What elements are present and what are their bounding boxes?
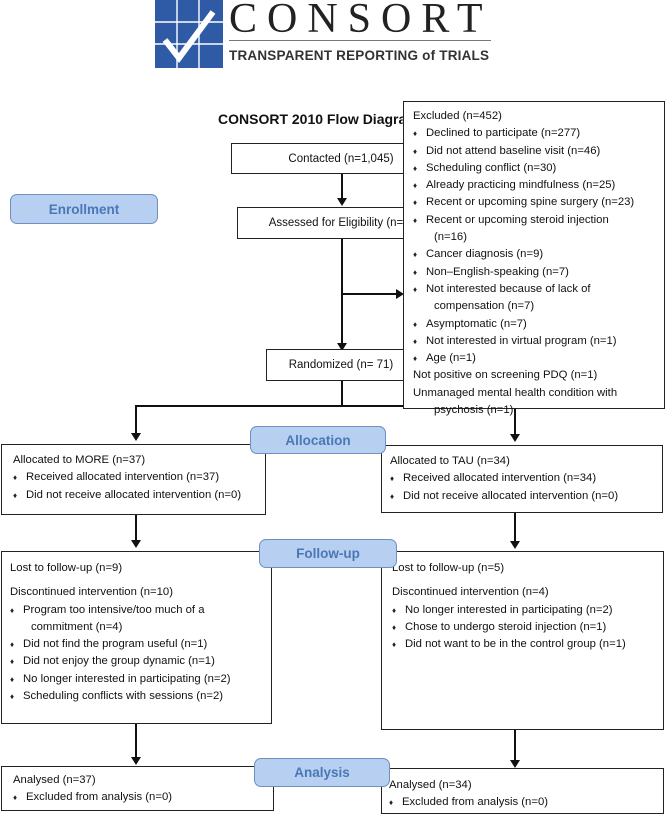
connector-more-followup-analysis [135,724,137,759]
more-followup-box: Lost to follow-up (n=9) Discontinued int… [1,551,272,724]
excluded-item-continued: (n=16) [434,231,467,244]
connector-to-excluded [341,293,397,295]
arrowhead [396,289,404,299]
tau-analysis-item: Excluded from analysis (n=0) [389,794,657,812]
excluded-item: Declined to participate (n=277) [413,125,658,143]
arrowhead [510,434,520,442]
tau-discontinued-item: Chose to undergo steroid injection (n=1) [392,619,657,637]
logo-divider [229,40,491,41]
excluded-title: Excluded (n=452) [413,110,502,122]
tau-analysed: Analysed (n=34) [389,779,472,791]
more-allocation-item: Did not receive allocated intervention (… [13,487,259,505]
excluded-item: Not interested because of lack of [413,281,658,299]
tau-discontinued-item: No longer interested in participating (n… [392,602,657,620]
arrowhead [131,757,141,765]
more-discontinued-item: Did not find the program useful (n=1) [10,636,265,654]
logo-word: CONSORT [229,0,493,42]
excluded-item: Scheduling conflict (n=30) [413,160,658,178]
stage-followup: Follow-up [259,539,397,568]
more-allocation-box: Allocated to MORE (n=37) Received alloca… [1,444,266,515]
excluded-item: Unmanaged mental health condition with [413,386,618,399]
more-analysed: Analysed (n=37) [13,774,96,786]
more-allocation-title: Allocated to MORE (n=37) [13,454,146,466]
more-discontinued-item-continued: commitment (n=4) [31,620,123,633]
excluded-item-continued: psychosis (n=1) [434,404,514,417]
excluded-item: Did not attend baseline visit (n=46) [413,143,658,161]
tau-analysis-box: Analysed (n=34) Excluded from analysis (… [381,768,664,814]
randomized-box: Randomized (n= 71) [266,349,416,381]
tau-allocation-item: Received allocated intervention (n=34) [390,470,656,488]
stage-analysis: Analysis [254,758,390,787]
arrowhead [337,198,347,206]
more-discontinued: Discontinued intervention (n=10) [10,586,173,599]
excluded-box: Excluded (n=452) Declined to participate… [403,101,665,416]
excluded-item: Cancer diagnosis (n=9) [413,246,658,264]
connector-tau-alloc-followup [514,513,516,543]
tau-discontinued-item: Did not want to be in the control group … [392,636,657,654]
excluded-item: Age (n=1) [413,350,658,368]
connector-assessed-randomized [341,239,343,345]
excluded-item: Non–English-speaking (n=7) [413,264,658,282]
arrowhead [131,540,141,548]
stage-allocation: Allocation [250,426,386,454]
more-discontinued-item: No longer interested in participating (n… [10,671,265,689]
more-discontinued-item: Program too intensive/too much of a [10,602,265,620]
connector-tau-followup-analysis [514,730,516,762]
tau-allocation-item: Did not receive allocated intervention (… [390,488,656,506]
excluded-item: Already practicing mindfulness (n=25) [413,177,658,195]
more-analysis-item: Excluded from analysis (n=0) [13,789,267,807]
excluded-item: Asymptomatic (n=7) [413,316,658,334]
tau-allocation-title: Allocated to TAU (n=34) [390,455,510,467]
tau-allocation-box: Allocated to TAU (n=34) Received allocat… [381,445,663,513]
more-discontinued-item: Scheduling conflicts with sessions (n=2) [10,688,265,706]
tau-lost-followup: Lost to follow-up (n=5) [392,562,505,574]
more-lost-followup: Lost to follow-up (n=9) [10,562,123,574]
more-analysis-box: Analysed (n=37) Excluded from analysis (… [1,766,274,811]
excluded-item: Not positive on screening PDQ (n=1) [413,369,598,382]
connector-contacted-assessed [341,174,343,200]
excluded-item: Recent or upcoming steroid injection [413,212,658,230]
arrowhead [510,541,520,549]
logo-tagline: TRANSPARENT REPORTING of TRIALS [229,48,490,63]
tau-discontinued: Discontinued intervention (n=4) [392,586,549,599]
connector-more-alloc-followup [135,515,137,542]
consort-logo-mark [155,0,223,68]
connector-randomized-split [341,381,343,406]
excluded-item-continued: compensation (n=7) [434,300,535,313]
connector-to-more-alloc [135,405,137,435]
stage-enrollment: Enrollment [10,194,158,224]
arrowhead [510,760,520,768]
arrowhead [337,343,347,351]
diagram-title: CONSORT 2010 Flow Diagram [218,111,419,127]
more-allocation-item: Received allocated intervention (n=37) [13,469,259,487]
tau-followup-box: Lost to follow-up (n=5) Discontinued int… [381,551,664,730]
excluded-item: Not interested in virtual program (n=1) [413,333,658,351]
excluded-item: Recent or upcoming spine surgery (n=23) [413,194,658,212]
more-discontinued-item: Did not enjoy the group dynamic (n=1) [10,653,265,671]
connector-to-tau-alloc [514,405,516,436]
connector-split-horizontal [135,405,516,407]
arrowhead [131,433,141,441]
